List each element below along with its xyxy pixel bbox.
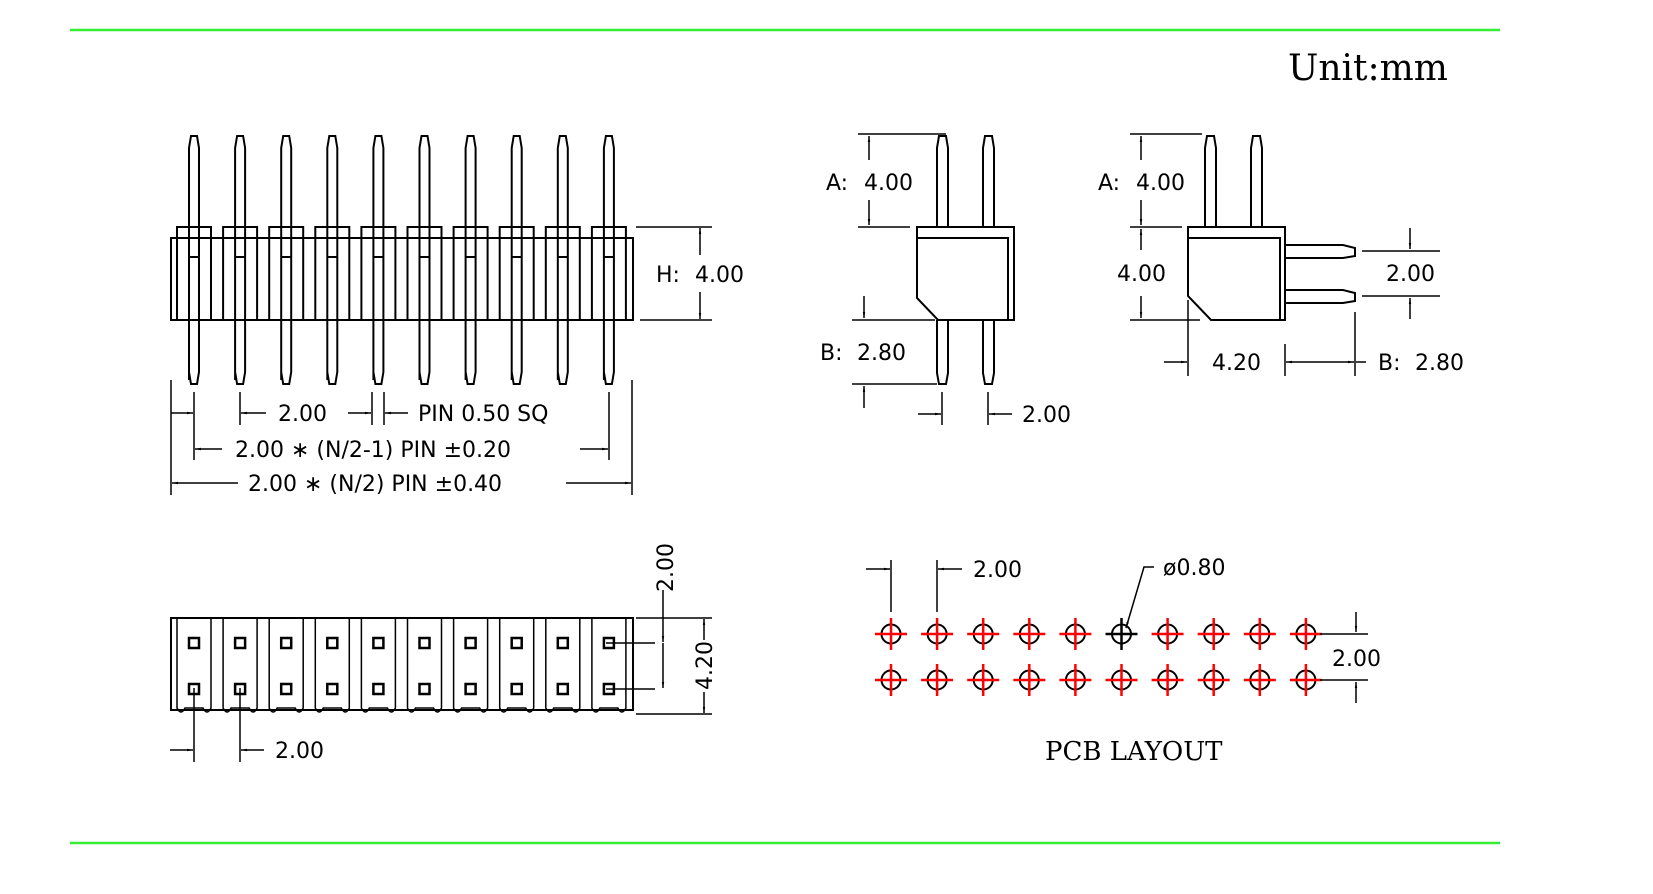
top-pin-square	[372, 682, 385, 696]
front-pitch-value: 2.00	[278, 402, 327, 427]
unit-label: Unit:mm	[1288, 48, 1448, 89]
ra-pin-1	[1204, 135, 1217, 227]
top-pin-square	[510, 682, 523, 696]
ra-b-value: 2.80	[1415, 351, 1464, 376]
top-pin-square	[233, 636, 247, 650]
front-pin	[280, 135, 293, 385]
top-cell	[545, 618, 581, 713]
ra-a-value: 4.00	[1136, 171, 1185, 196]
front-housing-segment	[590, 226, 627, 320]
front-pin	[188, 135, 200, 385]
top-pin-square	[464, 682, 477, 696]
top-view: 2.00 4.20 2.00	[170, 543, 718, 764]
side-view-right-angle: A: 4.00 4.00 2.00 4.20 B: 2.80	[1098, 133, 1464, 376]
side-a-value: 4.00	[864, 171, 913, 196]
front-housing-segment	[268, 226, 305, 320]
top-cell	[360, 618, 397, 713]
top-body-outline	[170, 617, 634, 711]
top-cell	[406, 618, 443, 713]
front-pin	[234, 135, 247, 385]
front-pin	[418, 135, 431, 385]
front-pin	[556, 135, 569, 385]
ra-a-label: A:	[1098, 171, 1120, 196]
ra-row-pitch: 2.00	[1386, 262, 1435, 287]
front-pin	[326, 135, 339, 385]
top-pin-square	[418, 682, 431, 696]
top-pin-square	[510, 636, 523, 650]
top-pin-square	[326, 636, 339, 650]
pcb-layout-title: PCB LAYOUT	[1045, 737, 1223, 767]
top-pin-square	[279, 682, 293, 696]
pcb-hole-diameter: ø0.80	[1163, 556, 1225, 581]
top-row-pitch: 2.00	[654, 543, 679, 592]
pcb-layout: 2.00 ø0.80 2.00 PCB LAYOUT	[866, 556, 1381, 767]
front-housing-segment	[360, 226, 397, 320]
side-pin-1	[936, 135, 949, 385]
front-pin-size: PIN 0.50 SQ	[418, 402, 548, 427]
front-span-body: 2.00 ∗ (N/2) PIN ±0.40	[248, 472, 502, 497]
top-body-width: 4.20	[693, 641, 718, 690]
pcb-pitch: 2.00	[973, 558, 1022, 583]
front-pin	[510, 135, 523, 385]
top-cell	[268, 618, 304, 713]
ra-pin-4	[1285, 289, 1356, 304]
ra-body-height: 4.00	[1117, 262, 1166, 287]
front-housing-segment	[176, 226, 212, 320]
top-pin-square	[418, 636, 431, 650]
pcb-row-pitch: 2.00	[1332, 647, 1381, 672]
front-housing-segment	[498, 226, 535, 320]
top-pin-square	[556, 636, 570, 650]
front-h-label: H:	[656, 263, 680, 288]
side-row-pitch: 2.00	[1022, 403, 1071, 428]
front-housing-segment	[452, 226, 489, 320]
top-cell	[498, 618, 535, 713]
side-view-straight: A: 4.00 B: 2.80 2.00	[820, 133, 1071, 428]
front-span-pins: 2.00 ∗ (N/2-1) PIN ±0.20	[235, 438, 511, 463]
top-pin-square	[187, 636, 201, 650]
front-view: H: 4.00 2.00 PIN 0.50 SQ 2.00 ∗ (N/2-1) …	[170, 135, 744, 497]
front-housing-segment	[222, 226, 259, 320]
top-pin-square	[464, 636, 477, 650]
top-cell	[314, 618, 351, 713]
front-pin	[602, 135, 615, 385]
front-pin	[372, 135, 385, 385]
ra-body	[1187, 226, 1286, 321]
ra-pin-2	[1250, 135, 1263, 227]
top-pin-square	[556, 682, 570, 696]
ra-body-depth: 4.20	[1212, 351, 1261, 376]
top-pin-square	[372, 636, 385, 650]
top-cell	[591, 618, 627, 713]
ra-pin-3	[1285, 244, 1356, 259]
top-pin-square	[279, 636, 293, 650]
side-a-label: A:	[826, 171, 848, 196]
side-b-value: 2.80	[857, 341, 906, 366]
front-housing-segment	[406, 226, 443, 320]
top-pin-square	[326, 682, 339, 696]
front-pin	[464, 135, 477, 385]
front-body-outline	[170, 237, 634, 321]
front-housing-segment	[544, 226, 581, 320]
top-cell	[452, 618, 489, 713]
ra-b-label: B:	[1378, 351, 1401, 376]
side-pin-2	[982, 135, 995, 385]
side-b-label: B:	[820, 341, 843, 366]
front-housing-segment	[314, 226, 351, 320]
top-pitch: 2.00	[275, 739, 324, 764]
side-body	[916, 226, 1015, 321]
front-h-value: 4.00	[695, 263, 744, 288]
